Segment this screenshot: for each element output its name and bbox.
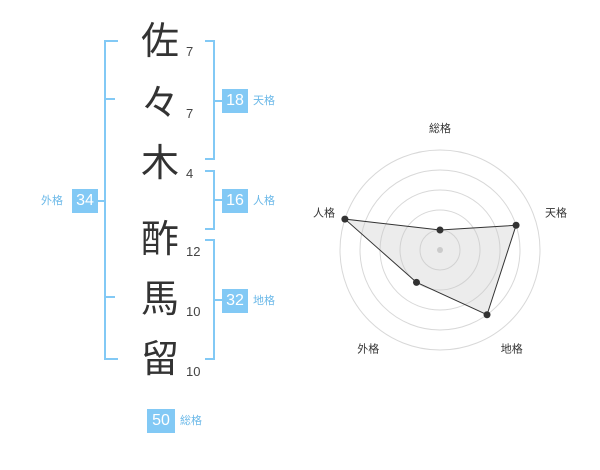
name-char-1: 佐 <box>140 19 179 63</box>
name-char-6: 留 <box>140 337 179 381</box>
tenkaku-value-box: 18 <box>222 89 248 113</box>
radar-grid-ring <box>339 149 541 351</box>
stroke-count-3: 4 <box>186 166 194 181</box>
gaikaku-value-box: 34 <box>72 189 98 213</box>
radar-axis-label-3: 地格 <box>501 342 523 356</box>
radar-axis-label-1: 総格 <box>429 121 451 135</box>
jinkaku-value-box: 16 <box>222 189 248 213</box>
chikaku-label: 地格 <box>253 294 275 307</box>
soukaku-value-box: 50 <box>147 409 175 433</box>
radar-center-dot <box>437 247 443 253</box>
radar-point-2 <box>512 221 520 229</box>
radar-point-3 <box>483 311 491 319</box>
name-char-2: 々 <box>140 81 179 125</box>
stroke-count-4: 12 <box>186 244 201 259</box>
radar-grid-ring <box>399 209 481 291</box>
name-char-3: 木 <box>140 141 179 185</box>
stroke-count-5: 10 <box>186 304 201 319</box>
radar-grid-ring <box>359 169 521 331</box>
stroke-count-2: 7 <box>186 106 194 121</box>
stroke-count-6: 10 <box>186 364 201 379</box>
radar-axis-label-5: 人格 <box>313 205 335 219</box>
chikaku-value-box: 32 <box>222 289 248 313</box>
jinkaku-label: 人格 <box>253 194 275 207</box>
name-char-4: 酢 <box>140 217 179 261</box>
radar-point-4 <box>412 278 420 286</box>
radar-axis-label-4: 外格 <box>357 342 379 356</box>
radar-series-polygon <box>343 218 517 316</box>
radar-point-5 <box>341 215 349 223</box>
soukaku-label: 総格 <box>180 414 202 427</box>
radar-axis-label-2: 天格 <box>545 205 567 219</box>
radar-point-1 <box>436 226 444 234</box>
gaikaku-label: 外格 <box>41 194 63 207</box>
name-char-5: 馬 <box>140 277 179 321</box>
tenkaku-label: 天格 <box>253 94 275 107</box>
stroke-count-1: 7 <box>186 44 194 59</box>
